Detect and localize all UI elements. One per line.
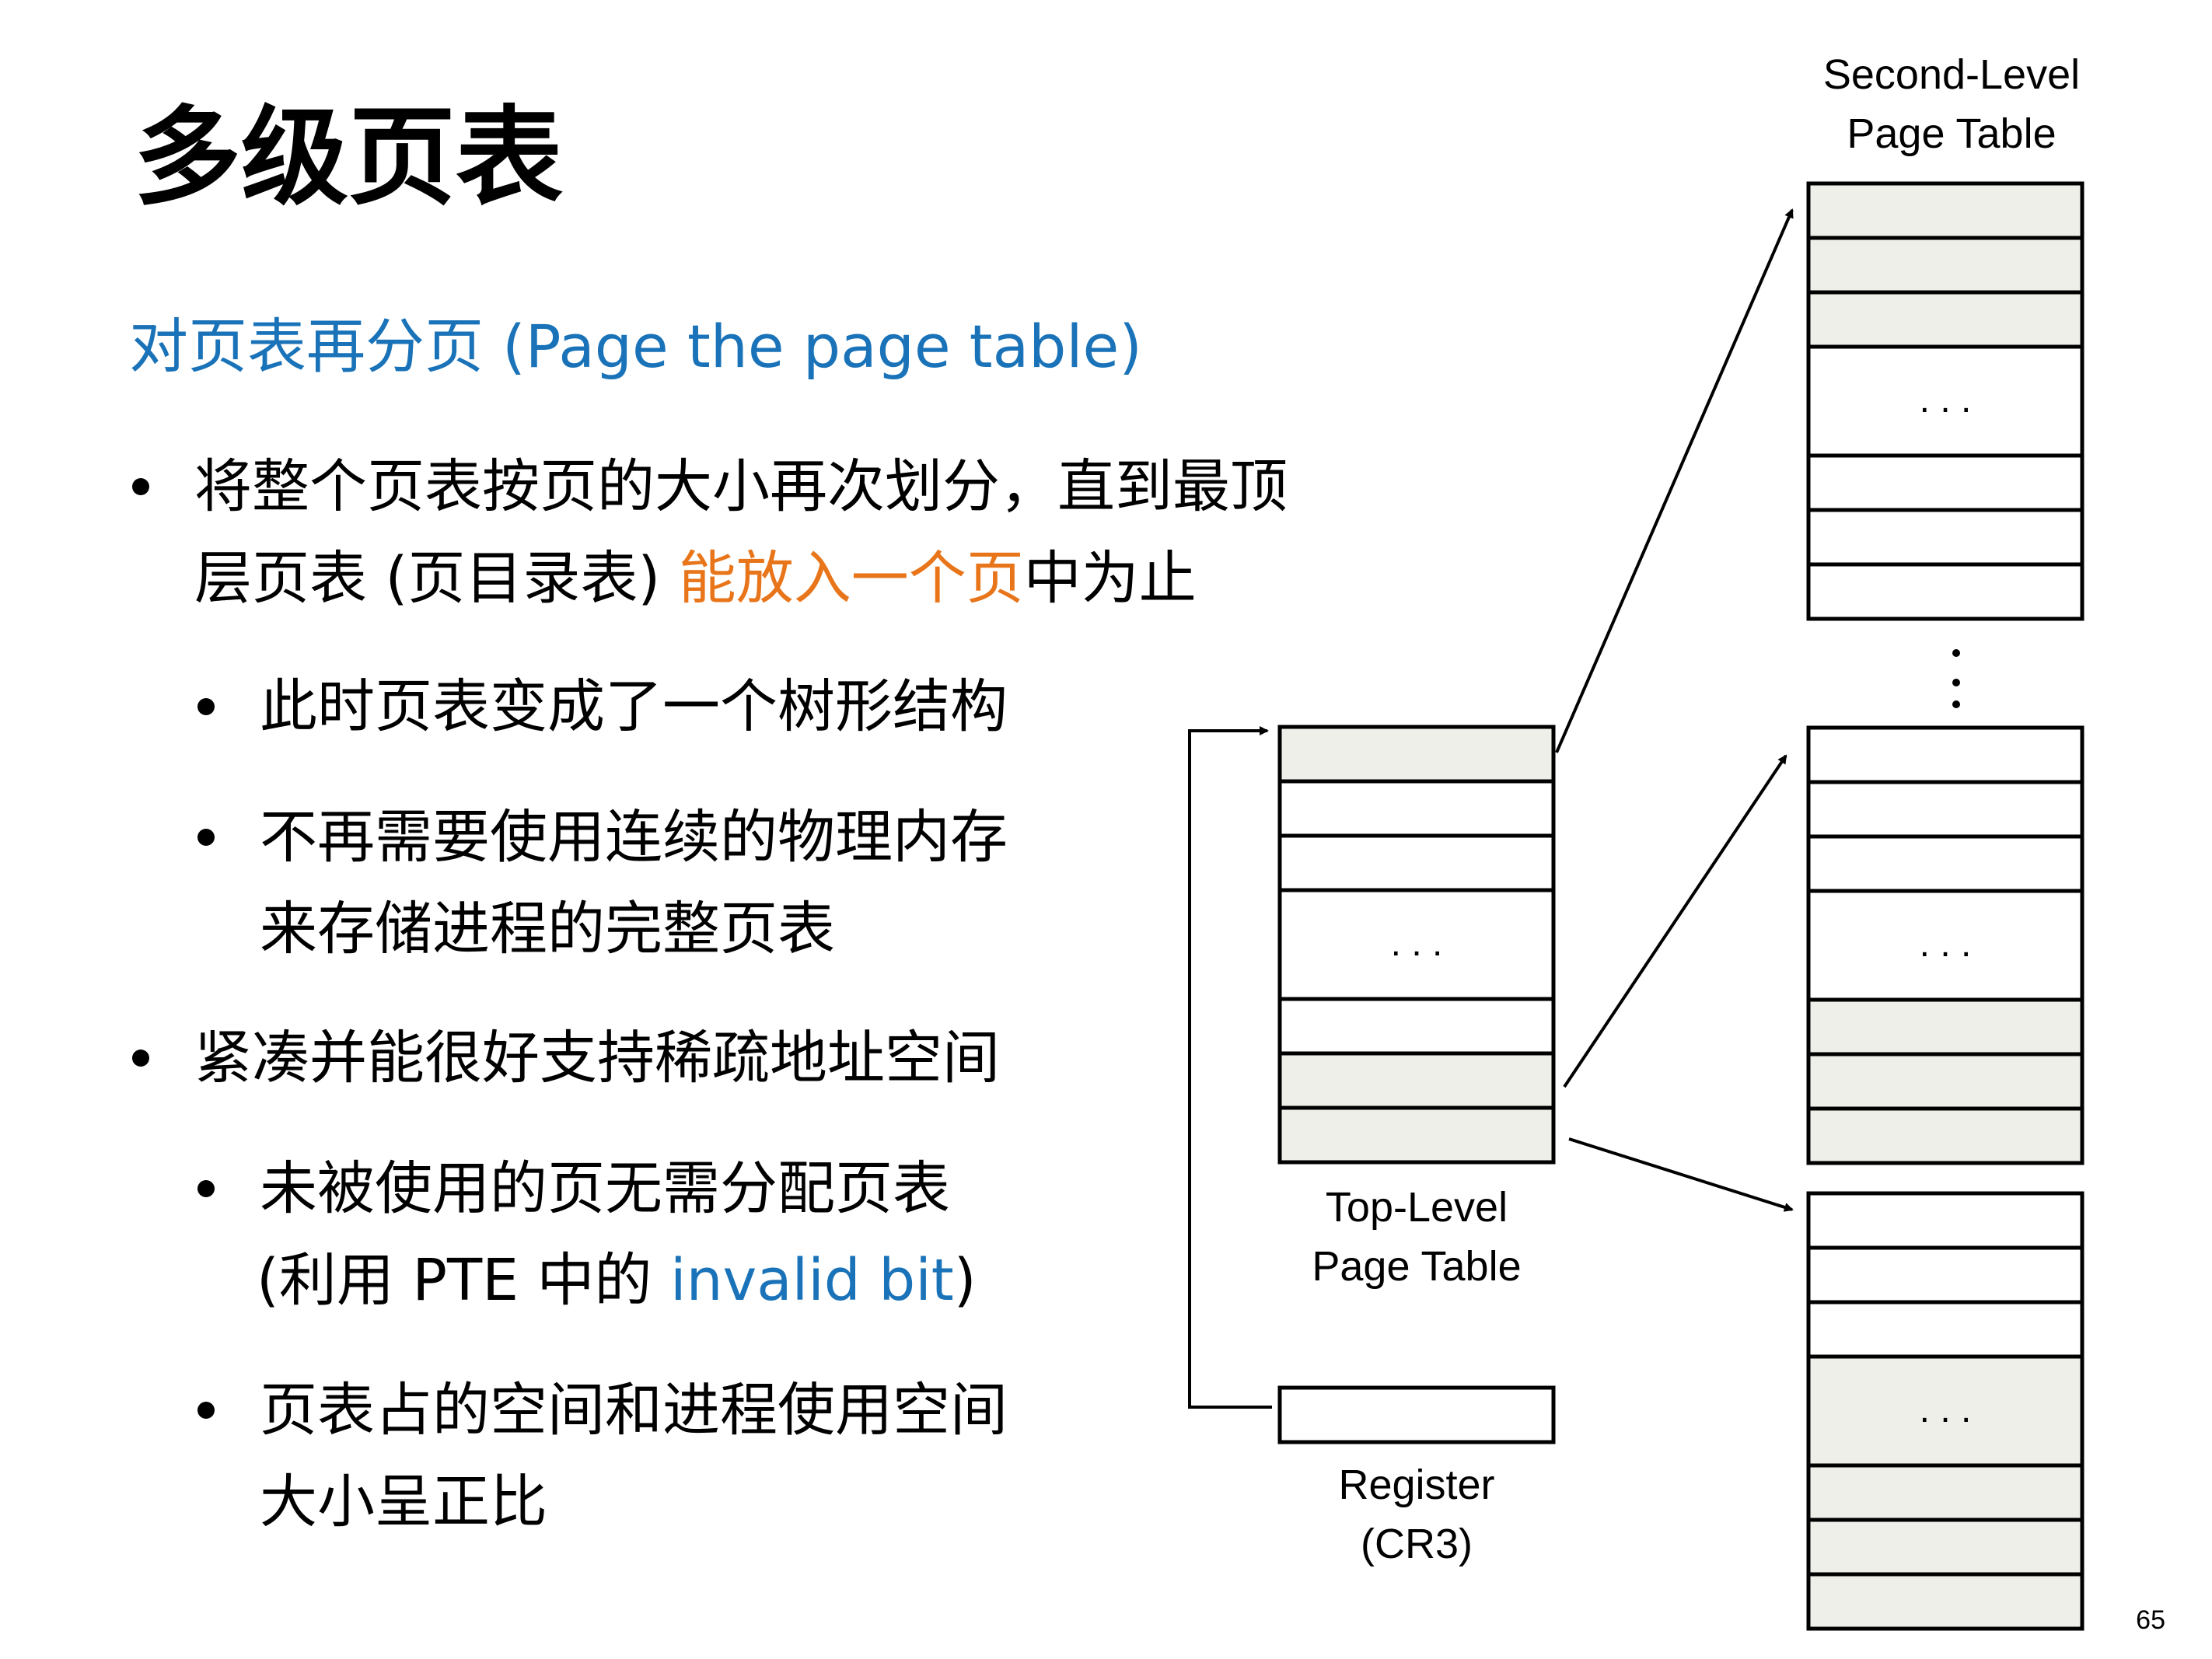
bullet-1-sub-2-line-1: 不再需要使用连续的物理内存 bbox=[260, 804, 1008, 871]
page-number: 65 bbox=[2136, 1605, 2165, 1635]
table-entry bbox=[1277, 997, 1556, 1056]
cr3-to-top-level-arrow bbox=[1188, 726, 1272, 1409]
table-ellipsis: . . . bbox=[1920, 1389, 1972, 1430]
table-entry bbox=[1806, 453, 2084, 512]
top-level-page-table: . . . bbox=[1277, 725, 1556, 1165]
bullet-1-sub-2-line-2: 来存储进程的完整页表 bbox=[260, 896, 835, 962]
register-label: Register (CR3) bbox=[1261, 1455, 1572, 1573]
bullet-dot bbox=[197, 1402, 215, 1419]
slide-title: 多级页表 bbox=[134, 95, 564, 220]
second-level-label: Second-Level Page Table bbox=[1788, 45, 2115, 163]
bullet-1-highlight: 能放入一个页 bbox=[678, 545, 1024, 612]
bullet-2-sub-1-line-2: (利用 PTE 中的 invalid bit) bbox=[257, 1235, 977, 1326]
table-entry bbox=[1806, 889, 2084, 1002]
bullet-2-sub-1-post: ) bbox=[953, 1247, 977, 1314]
table-entry bbox=[1806, 562, 2084, 621]
bullet-1-line-2: 层页表 (页目录表) 能放入一个页中为止 bbox=[194, 533, 1197, 624]
slide-subtitle: 对页表再分页 (Page the page table) bbox=[129, 312, 1142, 381]
cr3-register-box bbox=[1277, 1385, 1556, 1444]
vertical-ellipsis-dot bbox=[1952, 649, 1960, 657]
table-entry bbox=[1277, 779, 1556, 838]
table-entry bbox=[1806, 508, 2084, 567]
table-entry bbox=[1806, 780, 2084, 839]
table-entry bbox=[1806, 1572, 2084, 1631]
top-level-label: Top-Level Page Table bbox=[1261, 1178, 1572, 1296]
vertical-ellipsis-dot bbox=[1952, 700, 1960, 708]
bullet-dot bbox=[197, 829, 215, 846]
bullet-1-line-2-pre: 层页表 (页目录表) bbox=[194, 545, 679, 612]
bullet-1-line-2-post: 中为止 bbox=[1023, 545, 1197, 612]
second-level-label-line-2: Page Table bbox=[1847, 110, 2056, 157]
bullet-2-sub-2-line-2: 大小呈正比 bbox=[260, 1469, 547, 1535]
table-entry bbox=[1806, 1245, 2084, 1304]
bullet-2-sub-1-pre: (利用 PTE 中的 bbox=[257, 1247, 671, 1314]
vertical-ellipsis-dot bbox=[1952, 679, 1960, 686]
table-entry bbox=[1277, 725, 1556, 784]
table-entry bbox=[1806, 997, 2084, 1057]
table-ellipsis: . . . bbox=[1920, 924, 1972, 965]
second-level-table-1: . . . bbox=[1806, 181, 2084, 621]
table-entry bbox=[1806, 1518, 2084, 1577]
table-entry bbox=[1277, 833, 1556, 892]
arrow-to-second-level-3 bbox=[1568, 1137, 1794, 1212]
table-entry bbox=[1806, 236, 2084, 295]
table-ellipsis: . . . bbox=[1920, 379, 1972, 421]
bullet-dot bbox=[132, 478, 149, 495]
table-entry bbox=[1806, 344, 2084, 458]
bullet-2-sub-2-line-1: 页表占的空间和进程使用空间 bbox=[260, 1377, 1008, 1444]
table-entry bbox=[1806, 1191, 2084, 1250]
top-level-label-line-2: Page Table bbox=[1312, 1243, 1522, 1290]
bullet-2-line-1: 紧凑并能很好支持稀疏地址空间 bbox=[194, 1025, 1000, 1091]
table-entry bbox=[1277, 1051, 1556, 1110]
register-label-line-2: (CR3) bbox=[1361, 1521, 1473, 1567]
table-entry bbox=[1806, 1463, 2084, 1522]
arrow-to-second-level-1 bbox=[1555, 208, 1794, 753]
table-entry bbox=[1806, 181, 2084, 240]
bullet-dot bbox=[197, 1180, 215, 1197]
second-level-table-2: . . . bbox=[1806, 725, 2084, 1165]
register-label-line-1: Register bbox=[1338, 1462, 1495, 1508]
bullet-1-line-1: 将整个页表按页的大小再次划分，直到最顶 bbox=[194, 453, 1288, 520]
table-entry bbox=[1806, 290, 2084, 349]
bullet-2-sub-1-line-1: 未被使用的页无需分配页表 bbox=[260, 1155, 950, 1222]
table-entry bbox=[1806, 1052, 2084, 1111]
table-entry bbox=[1806, 1300, 2084, 1359]
table-entry bbox=[1806, 834, 2084, 893]
top-level-label-line-1: Top-Level bbox=[1325, 1184, 1508, 1231]
bullet-dot bbox=[197, 698, 215, 715]
bullet-1-sub-1: 此时页表变成了一个树形结构 bbox=[260, 673, 1008, 740]
arrow-to-second-level-2 bbox=[1563, 754, 1787, 1088]
bullet-dot bbox=[132, 1050, 149, 1067]
table-entry bbox=[1806, 725, 2084, 784]
table-entry bbox=[1277, 1105, 1556, 1165]
table-entry bbox=[1806, 1354, 2084, 1468]
second-level-table-3: . . . bbox=[1806, 1191, 2084, 1631]
second-level-label-line-1: Second-Level bbox=[1822, 51, 2081, 98]
table-entry bbox=[1277, 888, 1556, 1001]
invalid-bit-highlight: invalid bit bbox=[670, 1247, 954, 1314]
table-entry bbox=[1806, 1106, 2084, 1165]
table-ellipsis: . . . bbox=[1391, 923, 1443, 964]
